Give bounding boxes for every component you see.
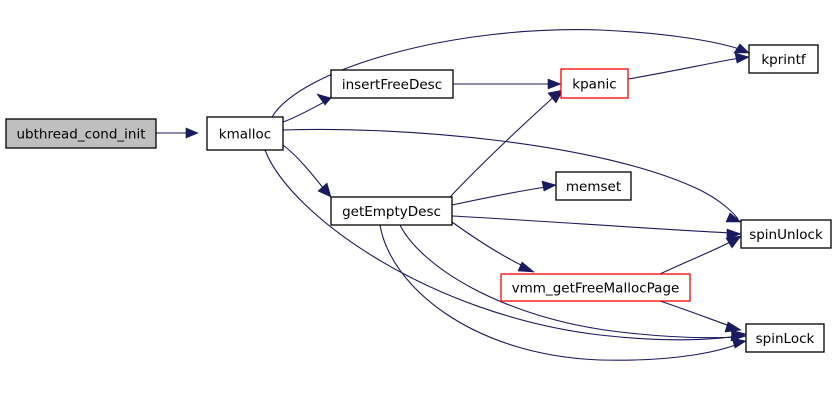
edge-line — [451, 221, 528, 269]
edge-line — [264, 149, 741, 341]
node-label: kmalloc — [219, 127, 271, 143]
edge-vmm_getFreeMallocPage-to-spinLock — [659, 300, 742, 333]
edge-line — [627, 57, 741, 80]
node-label: spinLock — [756, 331, 815, 347]
edge-vmm_getFreeMallocPage-to-spinUnlock — [659, 235, 742, 275]
edge-insertFreeDesc-to-kpanic — [453, 78, 562, 90]
node-label: getEmptyDesc — [342, 204, 441, 220]
arrowhead-icon — [317, 182, 332, 198]
node-box[interactable] — [740, 219, 832, 249]
edge-line — [399, 224, 740, 339]
arrowhead-icon — [726, 228, 742, 240]
node-box[interactable] — [500, 273, 691, 302]
edge-kpanic-to-kprintf — [627, 52, 750, 80]
node-box[interactable] — [5, 118, 157, 149]
edge-line — [659, 300, 734, 328]
node-memset[interactable]: memset — [555, 171, 632, 201]
edge-kmalloc-to-spinUnlock — [282, 128, 742, 223]
node-label: spinUnlock — [749, 227, 823, 243]
node-box[interactable] — [555, 171, 632, 201]
edge-getEmptyDesc-to-vmm_getFreeMallocPage — [451, 221, 535, 273]
edge-line — [451, 186, 547, 206]
node-vmm_getFreeMallocPage[interactable]: vmm_getFreeMallocPage — [500, 273, 691, 302]
edge-line — [449, 94, 557, 198]
arrowhead-icon — [733, 43, 750, 54]
edge-line — [451, 215, 733, 234]
node-label: ubthread_cond_init — [16, 127, 145, 143]
arrowhead-icon — [547, 89, 564, 104]
edge-line — [282, 144, 329, 195]
node-spinLock[interactable]: spinLock — [745, 323, 825, 353]
node-ubthread_cond_init[interactable]: ubthread_cond_init — [5, 118, 157, 149]
edge-getEmptyDesc-to-memset — [451, 180, 557, 206]
edge-kmalloc-to-getEmptyDesc — [282, 144, 332, 198]
edge-ubthread_cond_init-to-kmalloc — [156, 127, 199, 139]
node-box[interactable] — [206, 116, 284, 151]
nodes-layer: ubthread_cond_init kmalloc insertFreeDesc k… — [5, 44, 832, 353]
arrowhead-icon — [725, 235, 742, 249]
node-box[interactable] — [748, 44, 819, 74]
edge-line — [379, 224, 739, 361]
edge-getEmptyDesc-to-spinLock — [379, 224, 747, 361]
node-kprintf[interactable]: kprintf — [748, 44, 819, 74]
arrowhead-icon — [517, 261, 535, 273]
node-insertFreeDesc[interactable]: insertFreeDesc — [330, 69, 454, 99]
arrowhead-icon — [725, 212, 742, 223]
edge-getEmptyDesc-to-spinUnlock — [451, 215, 742, 240]
node-getEmptyDesc[interactable]: getEmptyDesc — [330, 196, 453, 226]
node-box[interactable] — [560, 68, 629, 99]
edge-getEmptyDesc-to-kpanic — [449, 89, 564, 198]
node-kpanic[interactable]: kpanic — [560, 68, 629, 99]
arrowhead-icon — [185, 127, 199, 139]
arrowhead-icon — [547, 78, 562, 90]
node-label: memset — [566, 179, 621, 195]
arrowhead-icon — [316, 93, 332, 106]
arrowhead-icon — [731, 337, 747, 349]
node-label: insertFreeDesc — [342, 77, 442, 93]
node-label: kprintf — [761, 52, 807, 68]
edge-kmalloc-to-kprintf — [271, 29, 750, 118]
node-box[interactable] — [330, 69, 454, 99]
edges-layer — [156, 29, 750, 361]
edge-line — [271, 29, 743, 118]
arrowhead-icon — [541, 180, 557, 192]
node-box[interactable] — [745, 323, 825, 353]
node-label: vmm_getFreeMallocPage — [512, 281, 680, 297]
node-box[interactable] — [330, 196, 453, 226]
node-kmalloc[interactable]: kmalloc — [206, 116, 284, 151]
node-spinUnlock[interactable]: spinUnlock — [740, 219, 832, 249]
edge-line — [659, 239, 735, 275]
edge-kmalloc-to-insertFreeDesc — [282, 93, 332, 123]
arrowhead-icon — [724, 321, 742, 333]
edge-line — [282, 128, 739, 220]
arrowhead-icon — [734, 52, 750, 64]
node-label: kpanic — [572, 77, 616, 93]
